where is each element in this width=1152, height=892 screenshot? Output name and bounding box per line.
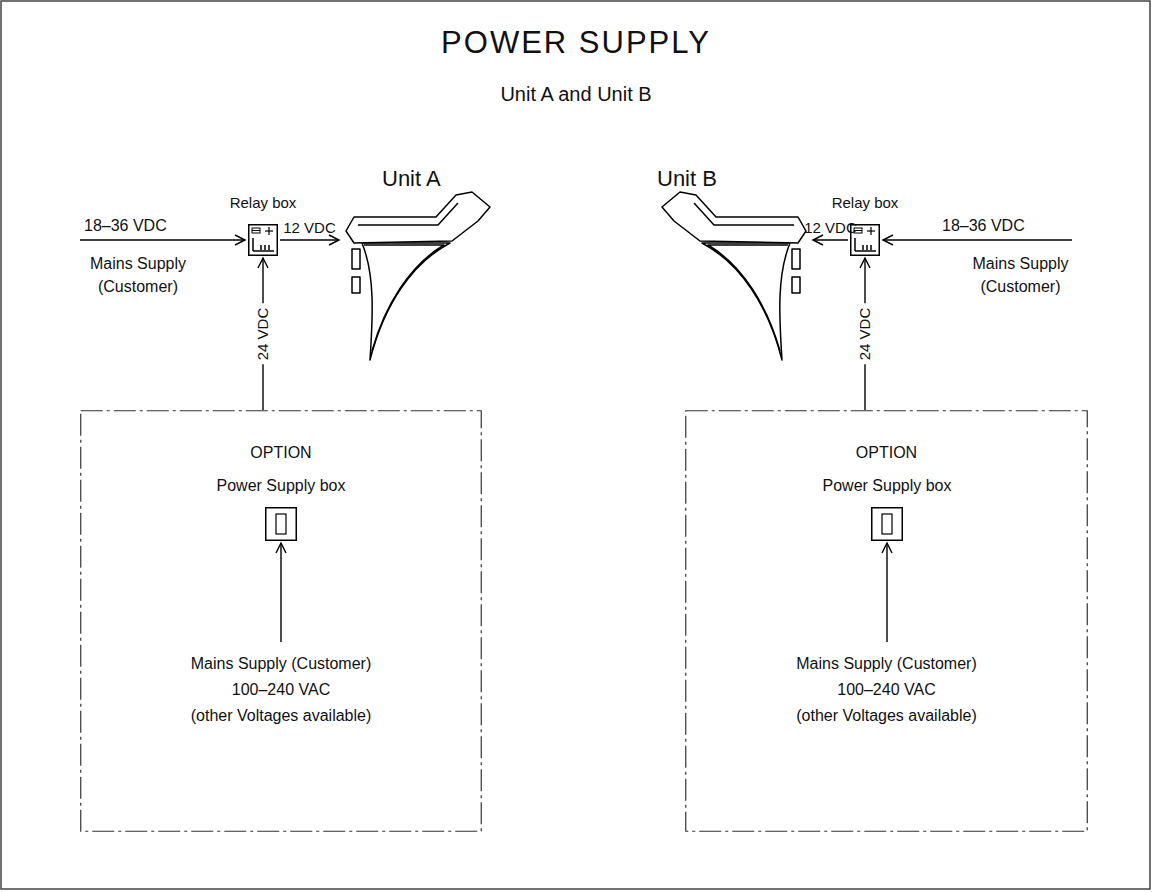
relay-icon — [268, 245, 270, 250]
arrow-line — [886, 543, 887, 642]
supply-label: Mains Supply (Customer) — [78, 252, 198, 298]
unit-illustration — [662, 192, 806, 360]
relay-icon — [252, 238, 254, 251]
arrow-line — [280, 543, 281, 642]
shape-outline — [265, 507, 297, 541]
unit-bar — [346, 192, 490, 243]
unit-bracket — [352, 277, 360, 293]
shape-outline — [871, 507, 903, 541]
shape-outline — [340, 165, 495, 365]
voltage-label: 18–36 VDC — [84, 216, 167, 235]
voltage-label: 24 VDC — [856, 304, 874, 365]
voltage-label: 24 VDC — [254, 304, 272, 365]
unit-bar-edge — [358, 203, 458, 225]
power-supply-box: Power Supply box — [871, 507, 903, 541]
relay-icon — [862, 245, 864, 250]
supply-label: Mains Supply (Customer) — [958, 252, 1083, 298]
mains-supply-text: (other Voltages available) — [80, 706, 482, 725]
diagram-title: POWER SUPPLY — [0, 24, 1152, 61]
option-region: OPTION Mains Supply (Customer) 100–240 VAC… — [80, 410, 482, 832]
dash-dot-outline — [81, 411, 482, 832]
switch-symbol — [276, 514, 286, 534]
relay-icon — [260, 245, 262, 250]
option-region: OPTION Mains Supply (Customer) 100–240 VAC… — [685, 410, 1088, 832]
relay-icon — [855, 250, 876, 252]
relay-box-heading: Relay box — [832, 194, 899, 212]
relay-icon — [870, 245, 872, 250]
relay-outline — [249, 225, 278, 256]
voltage-label: 18–36 VDC — [942, 216, 1025, 235]
relay-icon — [854, 238, 856, 251]
unit-name: Unit B — [657, 166, 717, 192]
arrow-head — [329, 235, 339, 245]
voltage-label: 12 VDC — [283, 219, 336, 237]
unit-hook-edge — [708, 245, 788, 351]
shape-outline — [685, 410, 1088, 832]
shape-outline — [657, 165, 812, 365]
relay-box: Relay box — [248, 224, 278, 256]
connector-arrow — [813, 235, 848, 245]
mains-supply-text: (other Voltages available) — [685, 706, 1088, 725]
relay-icon — [252, 230, 260, 231]
supply-input-arrow — [80, 235, 245, 245]
diagram-subtitle: Unit A and Unit B — [0, 82, 1152, 106]
unit-device: Unit B — [657, 165, 812, 365]
power-supply-box-heading: Power Supply box — [217, 476, 346, 495]
unit-illustration — [346, 192, 490, 360]
relay-icon — [252, 228, 260, 233]
relay-box-heading: Relay box — [230, 194, 297, 212]
voltage-label: 12 VDC — [804, 219, 857, 237]
unit-bracket — [792, 277, 800, 293]
power-supply-box-heading: Power Supply box — [823, 476, 952, 495]
unit-hook — [702, 243, 790, 360]
mains-supply-text: Mains Supply (Customer) — [685, 654, 1088, 673]
mains-supply-text: 100–240 VAC — [80, 680, 482, 699]
mains-feed-arrow — [276, 543, 286, 642]
shape-outline — [248, 224, 278, 256]
option-heading: OPTION — [685, 443, 1088, 462]
relay-icon — [253, 250, 274, 252]
connector-arrow — [280, 235, 339, 245]
dash-dot-outline — [686, 411, 1088, 832]
arrow-head — [258, 258, 268, 268]
relay-icon — [264, 245, 266, 250]
arrow-head — [882, 543, 892, 553]
shape-outline — [80, 410, 482, 832]
unit-name: Unit A — [382, 166, 441, 192]
arrow-line — [813, 239, 848, 240]
unit-bar — [662, 192, 806, 243]
relay-icon — [866, 245, 868, 250]
arrow-head — [276, 543, 286, 553]
power-supply-box: Power Supply box — [265, 507, 297, 541]
unit-hook-edge — [364, 245, 444, 351]
option-heading: OPTION — [80, 443, 482, 462]
arrow-head — [813, 235, 823, 245]
arrow-line — [280, 239, 339, 240]
relay-icon — [268, 227, 269, 235]
unit-device: Unit A — [340, 165, 495, 365]
mains-feed-arrow — [882, 543, 892, 642]
box-outline — [872, 508, 903, 541]
unit-bracket — [352, 249, 360, 269]
unit-bar-edge — [694, 203, 794, 225]
relay-icon — [870, 227, 871, 235]
mains-supply-text: Mains Supply (Customer) — [80, 654, 482, 673]
box-outline — [266, 508, 297, 541]
switch-symbol — [882, 514, 892, 534]
unit-bracket — [792, 249, 800, 269]
arrow-head — [860, 258, 870, 268]
mains-supply-text: 100–240 VAC — [685, 680, 1088, 699]
supply-input-arrow — [883, 235, 1072, 245]
unit-hook — [362, 243, 450, 360]
